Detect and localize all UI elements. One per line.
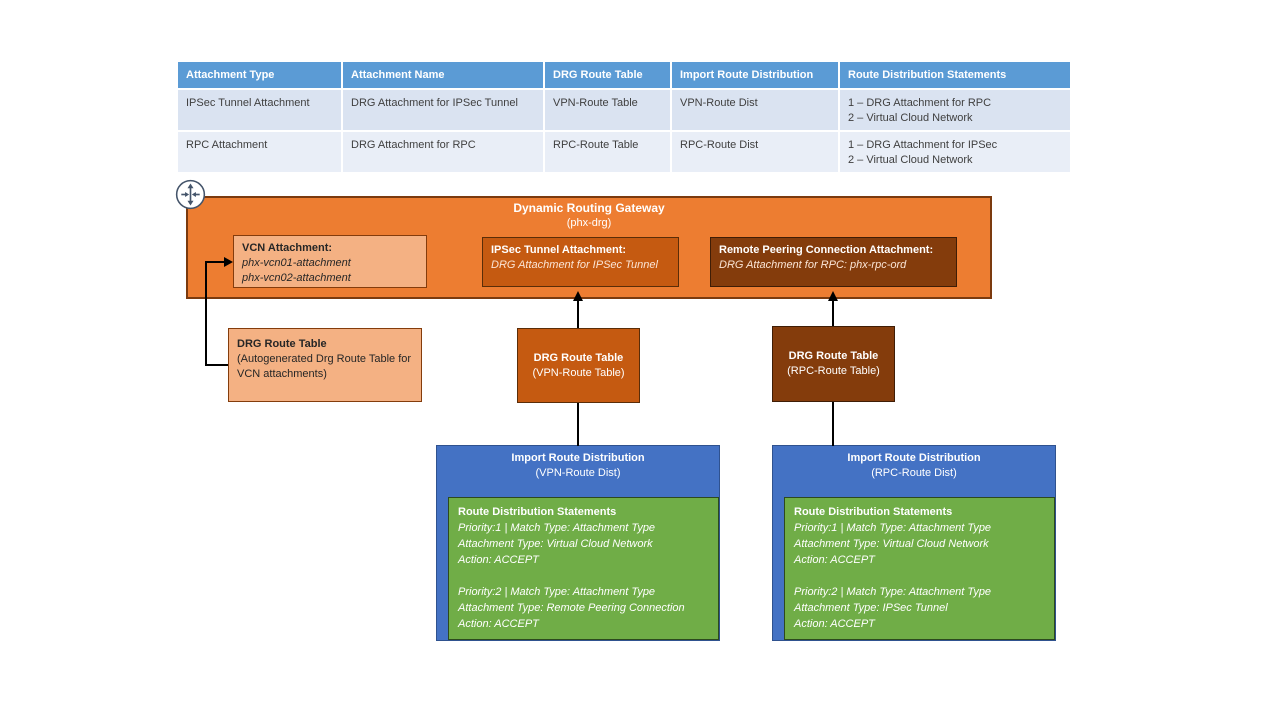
cell-attachment-name: DRG Attachment for IPSec Tunnel [343,90,545,130]
drg-route-table-vcn-box: DRG Route Table (Autogenerated Drg Route… [228,328,422,402]
route-table-title: DRG Route Table [788,350,879,362]
cell-attachment-name: DRG Attachment for RPC [343,132,545,172]
drg-route-table-vpn-box: DRG Route Table (VPN-Route Table) [517,328,640,403]
cell-import-route-distribution: RPC-Route Dist [672,132,840,172]
statements-title: Route Distribution Statements [794,506,953,518]
vcn-attachment-box: VCN Attachment: phx-vcn01-attachment phx… [233,235,427,288]
col-header-route-distribution-statements: Route Distribution Statements [840,62,1070,88]
drg-subtitle: (phx-drg) [566,217,612,229]
cell-route-distribution-statements: 1 – DRG Attachment for IPSec 2 – Virtual… [840,132,1070,172]
ipsec-attachment-body: DRG Attachment for IPSec Tunnel [491,259,658,271]
cell-attachment-type: IPSec Tunnel Attachment [178,90,343,130]
col-header-attachment-type: Attachment Type [178,62,343,88]
col-header-attachment-name: Attachment Name [343,62,545,88]
drg-route-table-rpc-box: DRG Route Table (RPC-Route Table) [772,326,895,402]
route-distribution-statements-vpn-box: Route Distribution Statements Priority:1… [448,497,719,640]
col-header-import-route-distribution: Import Route Distribution [672,62,840,88]
drg-title: Dynamic Routing Gateway [513,201,665,215]
distribution-title: Import Route Distribution [847,452,981,464]
route-distribution-statements-rpc-box: Route Distribution Statements Priority:1… [784,497,1055,640]
statements-body: Priority:1 | Match Type: Attachment Type… [458,522,685,630]
cell-route-distribution-statements: 1 – DRG Attachment for RPC 2 – Virtual C… [840,90,1070,130]
cell-drg-route-table: VPN-Route Table [545,90,672,130]
col-header-drg-route-table: DRG Route Table [545,62,672,88]
statements-body: Priority:1 | Match Type: Attachment Type… [794,522,992,630]
rpc-attachment-body: DRG Attachment for RPC: phx-rpc-ord [719,259,907,271]
ipsec-attachment-title: IPSec Tunnel Attachment: [491,244,627,256]
drg-router-icon [175,179,206,210]
statements-title: Route Distribution Statements [458,506,617,518]
route-table-title: DRG Route Table [237,338,327,350]
cell-import-route-distribution: VPN-Route Dist [672,90,840,130]
distribution-subtitle: (RPC-Route Dist) [871,467,957,479]
table-row: RPC Attachment DRG Attachment for RPC RP… [178,132,1070,172]
ipsec-tunnel-attachment-box: IPSec Tunnel Attachment: DRG Attachment … [482,237,679,287]
rpc-attachment-title: Remote Peering Connection Attachment: [719,244,934,256]
distribution-title: Import Route Distribution [511,452,645,464]
table-header-row: Attachment Type Attachment Name DRG Rout… [178,62,1070,88]
distribution-subtitle: (VPN-Route Dist) [535,467,621,479]
vcn-attachment-title: VCN Attachment: [242,242,333,254]
cell-attachment-type: RPC Attachment [178,132,343,172]
cell-drg-route-table: RPC-Route Table [545,132,672,172]
route-table-title: DRG Route Table [533,351,624,364]
attachment-summary-table: Attachment Type Attachment Name DRG Rout… [178,62,1070,172]
table-row: IPSec Tunnel Attachment DRG Attachment f… [178,90,1070,130]
route-table-body: (Autogenerated Drg Route Table for VCN a… [237,353,412,380]
route-table-body: (RPC-Route Table) [787,365,880,377]
route-table-body: (VPN-Route Table) [532,366,625,379]
remote-peering-connection-attachment-box: Remote Peering Connection Attachment: DR… [710,237,957,287]
vcn-attachment-body: phx-vcn01-attachment phx-vcn02-attachmen… [242,257,351,284]
